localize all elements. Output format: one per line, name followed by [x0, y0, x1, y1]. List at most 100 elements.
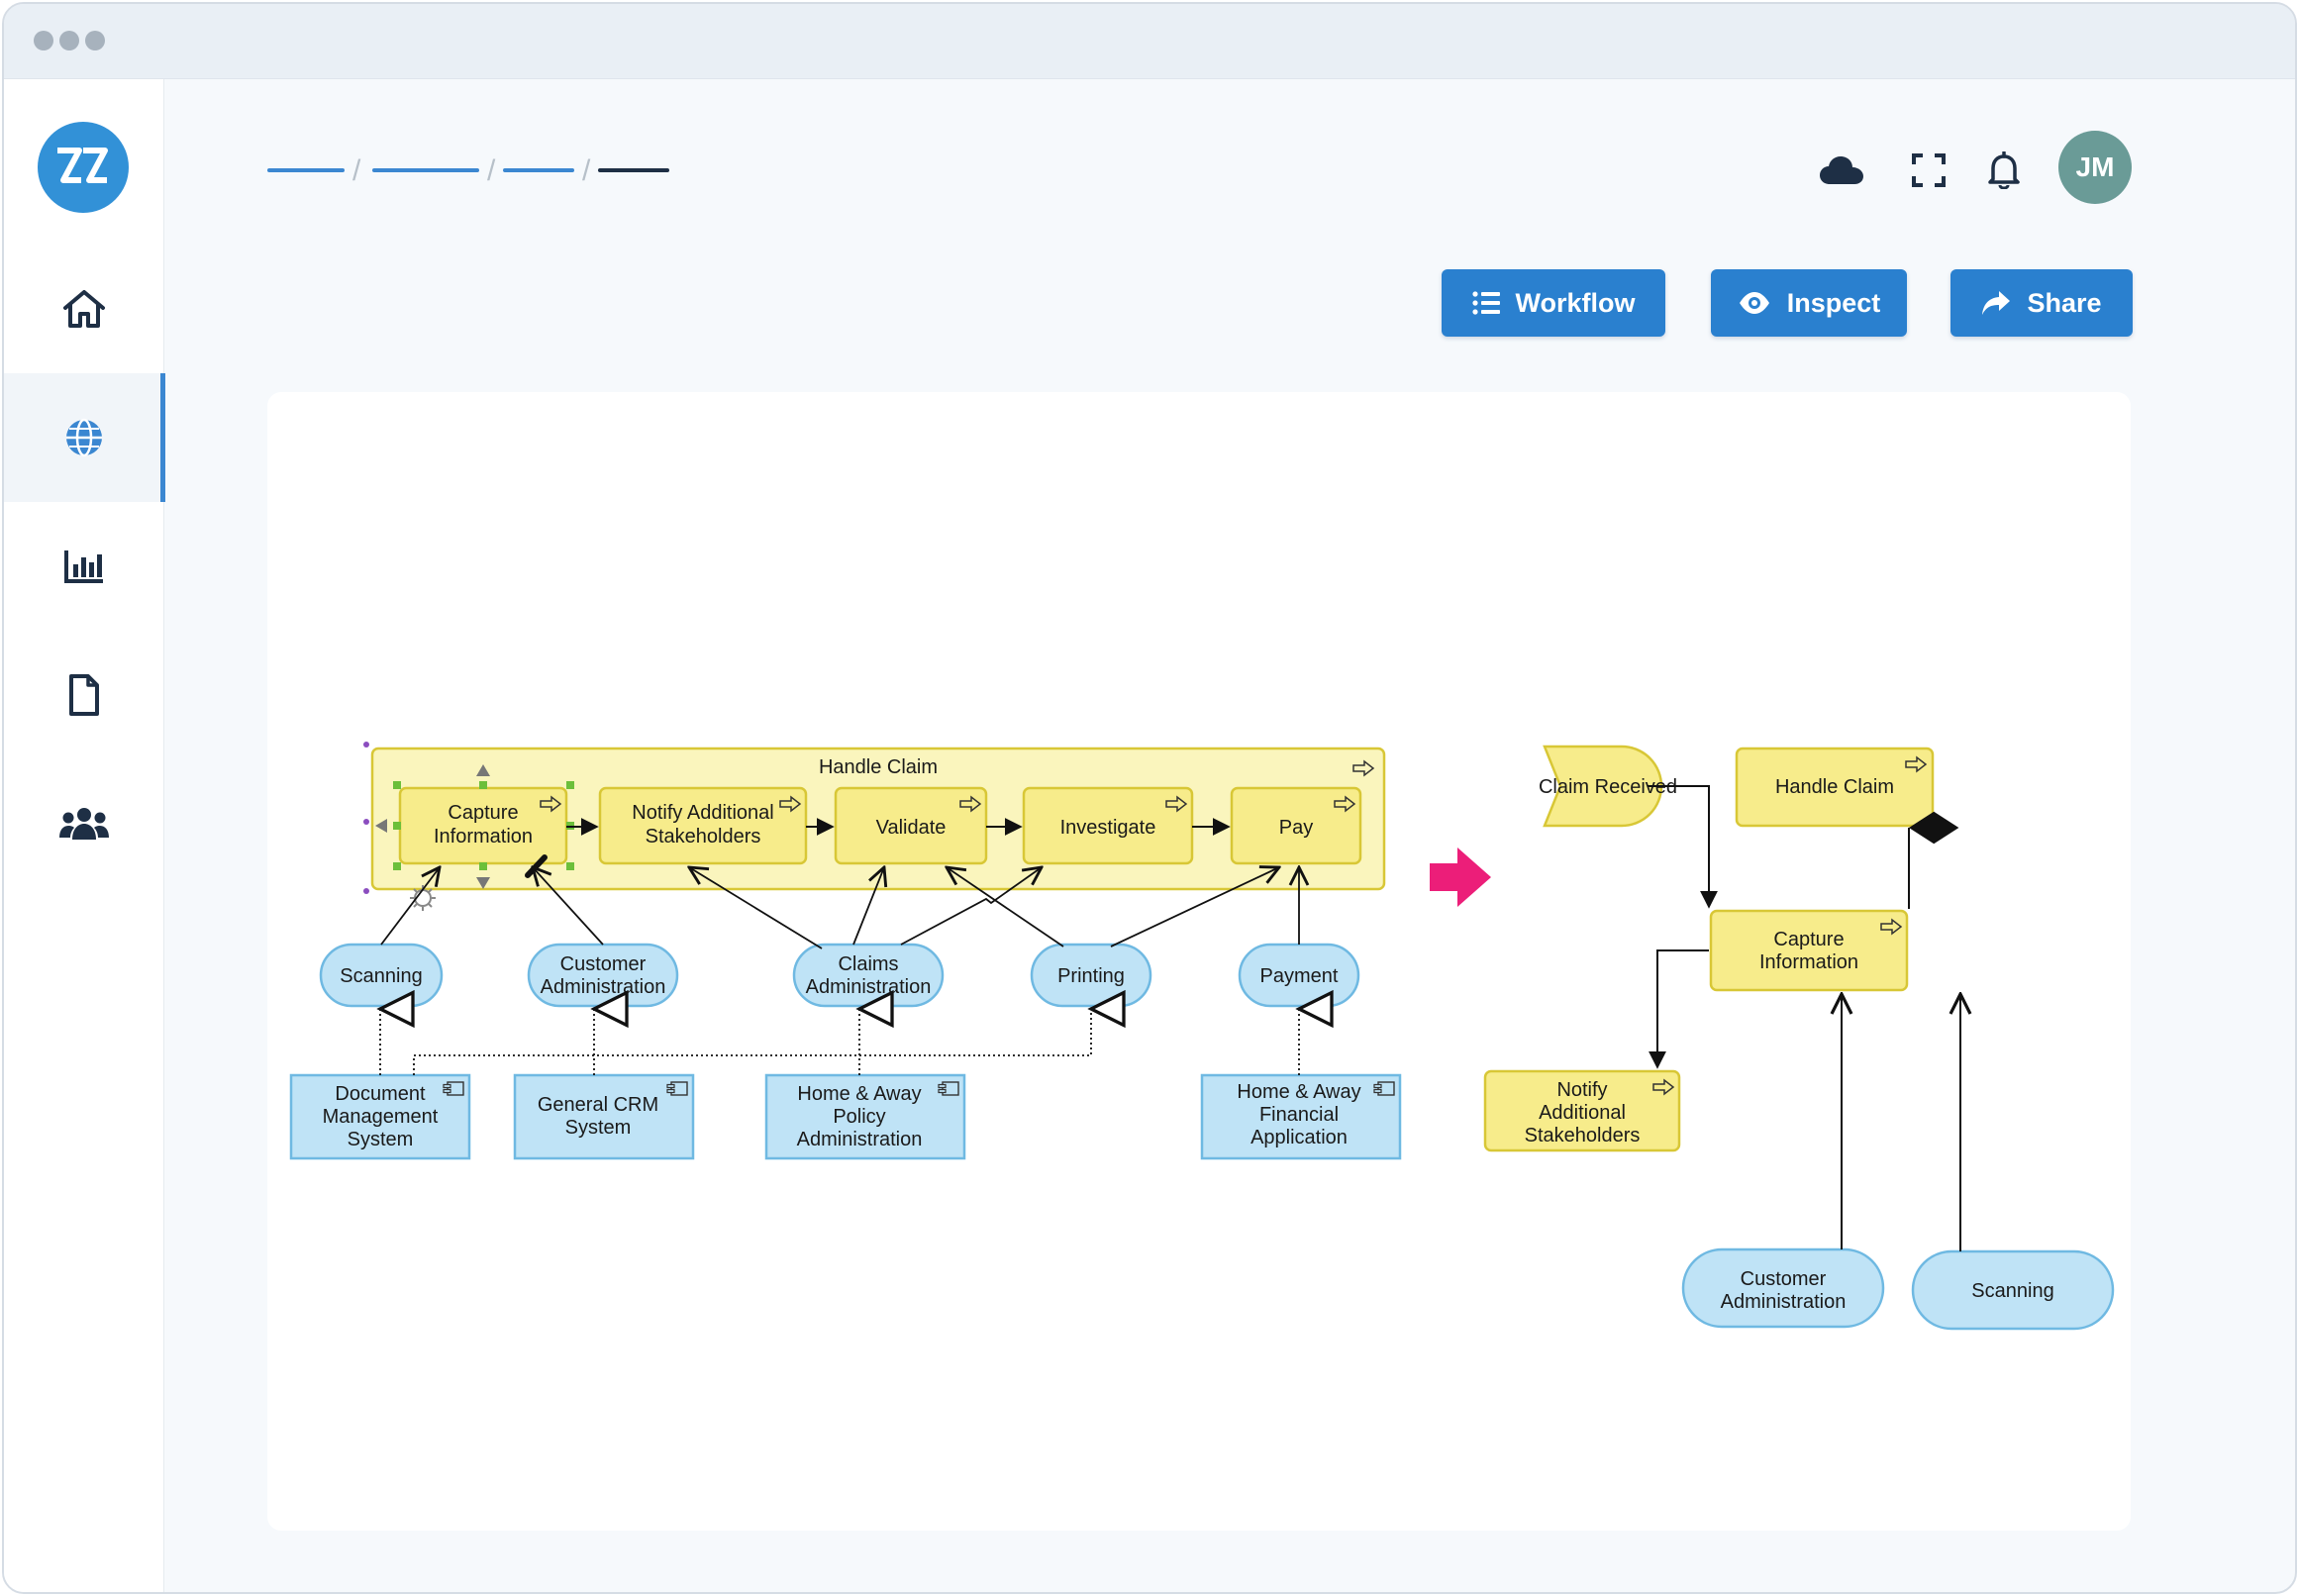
svg-text:System: System	[348, 1129, 414, 1150]
process-arrow-icon	[779, 795, 802, 813]
sidebar-item-globe[interactable]	[4, 373, 165, 502]
svg-text:Claims: Claims	[838, 953, 898, 975]
realization-connectors	[380, 1009, 1299, 1075]
window-dot-minimize[interactable]	[59, 31, 79, 50]
inspect-button[interactable]: Inspect	[1711, 269, 1907, 337]
container-handle[interactable]	[363, 888, 369, 894]
process-investigate[interactable]: Investigate	[1022, 786, 1194, 865]
cloud-sync-button[interactable]	[1812, 141, 1871, 200]
svg-text:Financial: Financial	[1259, 1104, 1339, 1126]
cloud-icon	[1820, 156, 1863, 184]
breadcrumb: / / /	[267, 154, 683, 187]
window-dot-close[interactable]	[34, 31, 53, 50]
fullscreen-button[interactable]	[1899, 141, 1958, 200]
svg-text:Investigate: Investigate	[1060, 817, 1156, 839]
svg-text:General CRM: General CRM	[538, 1094, 658, 1116]
service-scanning[interactable]: Scanning	[319, 943, 444, 1008]
event-claim-received[interactable]: Claim Received	[1539, 745, 1677, 828]
process-notify-additional-stakeholders[interactable]: Notify Additional Stakeholders	[598, 786, 808, 865]
svg-text:Customer: Customer	[560, 953, 647, 975]
window-dot-maximize[interactable]	[85, 31, 105, 50]
svg-text:Pay: Pay	[1279, 817, 1313, 839]
svg-text:Home & Away: Home & Away	[797, 1083, 921, 1105]
list-icon	[1471, 291, 1500, 315]
user-avatar[interactable]: JM	[2058, 131, 2132, 204]
svg-text:Claim Received: Claim Received	[1539, 776, 1677, 798]
service-printing[interactable]: Printing	[1030, 943, 1152, 1008]
bell-icon	[1988, 151, 2020, 189]
breadcrumb-link-2[interactable]	[372, 168, 479, 172]
svg-text:Scanning: Scanning	[1971, 1280, 2053, 1302]
svg-text:Management: Management	[323, 1106, 439, 1128]
service-scanning-right[interactable]: Scanning	[1911, 1249, 2115, 1331]
svg-text:System: System	[565, 1117, 632, 1139]
breadcrumb-link-1[interactable]	[267, 168, 345, 172]
breadcrumb-link-3[interactable]	[503, 168, 574, 172]
svg-text:Scanning: Scanning	[340, 965, 422, 987]
svg-text:Stakeholders: Stakeholders	[1525, 1125, 1641, 1147]
svg-text:Validate: Validate	[876, 817, 947, 839]
workflow-button[interactable]: Workflow	[1442, 269, 1665, 337]
service-customer-administration[interactable]: Customer Administration	[527, 943, 679, 1008]
svg-text:Information: Information	[434, 826, 533, 848]
component-icon	[1373, 1081, 1395, 1096]
svg-text:Stakeholders: Stakeholders	[646, 826, 761, 848]
document-icon	[69, 674, 99, 716]
svg-text:Policy: Policy	[833, 1106, 885, 1128]
users-icon	[59, 808, 109, 840]
process-arrow-icon	[1905, 755, 1928, 773]
svg-text:Administration: Administration	[806, 976, 932, 998]
svg-text:Administration: Administration	[1721, 1291, 1847, 1313]
process-arrow-icon	[1334, 795, 1356, 813]
share-button[interactable]: Share	[1950, 269, 2133, 337]
service-claims-administration[interactable]: Claims Administration	[792, 943, 945, 1008]
process-arrow-icon	[540, 795, 562, 813]
container-handle[interactable]	[363, 819, 369, 825]
home-icon	[63, 290, 105, 328]
fullscreen-icon	[1912, 153, 1946, 187]
component-icon	[443, 1081, 464, 1096]
svg-text:Payment: Payment	[1260, 965, 1339, 987]
share-icon	[1982, 291, 2011, 315]
sidebar-item-home[interactable]	[4, 245, 164, 373]
component-general-crm-system[interactable]: General CRM System	[513, 1073, 695, 1160]
process-arrow-icon	[959, 795, 982, 813]
svg-text:Notify Additional: Notify Additional	[632, 802, 773, 824]
svg-text:Document: Document	[335, 1083, 426, 1105]
process-validate[interactable]: Validate	[834, 786, 988, 865]
process-handle-claim[interactable]: Handle Claim	[1735, 747, 1935, 828]
svg-text:Information: Information	[1759, 951, 1858, 973]
bar-chart-icon	[64, 550, 103, 583]
main-area: / / / JM	[164, 79, 2295, 1592]
transformation-arrow-icon	[1430, 848, 1491, 907]
component-home-away-policy-administration[interactable]: Home & Away Policy Administration	[764, 1073, 966, 1160]
container-handle[interactable]	[363, 742, 369, 748]
share-button-label: Share	[2027, 287, 2102, 318]
process-capture-information-right[interactable]: Capture Information	[1709, 909, 1909, 992]
process-arrow-icon	[1652, 1078, 1675, 1096]
component-icon	[938, 1081, 959, 1096]
breadcrumb-separator: /	[487, 154, 496, 187]
diagram-canvas[interactable]: Handle Claim Capture Information	[267, 392, 2131, 1531]
component-icon	[666, 1081, 688, 1096]
app-logo[interactable]	[38, 122, 129, 213]
sidebar-item-analytics[interactable]	[4, 502, 164, 631]
sidebar-item-team[interactable]	[4, 759, 164, 888]
svg-text:Notify: Notify	[1556, 1079, 1607, 1101]
process-capture-information[interactable]: Capture Information	[398, 786, 568, 865]
logo-mark-icon	[57, 148, 108, 183]
sidebar-item-documents[interactable]	[4, 631, 164, 759]
workflow-button-label: Workflow	[1515, 287, 1636, 318]
component-home-away-financial-application[interactable]: Home & Away Financial Application	[1200, 1073, 1402, 1160]
process-arrow-icon	[1880, 918, 1903, 936]
process-notify-additional-stakeholders-right[interactable]: Notify Additional Stakeholders	[1483, 1069, 1681, 1152]
process-pay[interactable]: Pay	[1230, 786, 1362, 865]
service-customer-administration-right[interactable]: Customer Administration	[1681, 1247, 1885, 1329]
process-arrow-icon	[1352, 759, 1375, 777]
svg-text:Customer: Customer	[1741, 1268, 1827, 1290]
notifications-button[interactable]	[1974, 141, 2034, 200]
component-document-management-system[interactable]: Document Management System	[289, 1073, 471, 1160]
globe-icon	[66, 418, 102, 457]
service-payment[interactable]: Payment	[1238, 943, 1360, 1008]
